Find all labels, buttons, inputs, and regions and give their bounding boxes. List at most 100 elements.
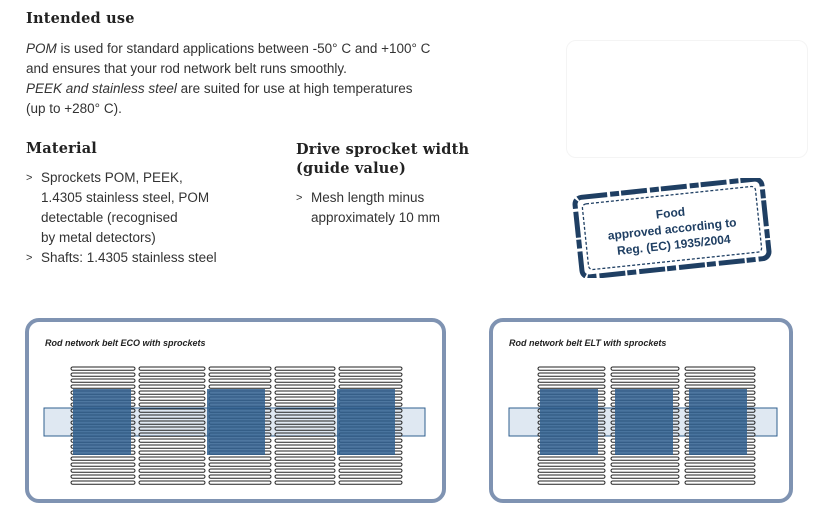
belt-link	[610, 480, 680, 485]
belt-link	[274, 384, 336, 389]
belt-link	[138, 444, 206, 449]
belt-link	[70, 378, 136, 383]
elt-sprocket-center	[615, 389, 673, 455]
belt-link	[338, 372, 403, 377]
belt-link	[537, 372, 606, 377]
belt-link	[138, 402, 206, 407]
intended-use-heading: Intended use	[26, 10, 135, 27]
material-item-sprockets: > Sprockets POM, PEEK, 1.4305 stainless …	[26, 168, 276, 248]
intended-line-1: POM is used for standard applications be…	[26, 39, 466, 59]
belt-link	[684, 468, 756, 473]
belt-link	[208, 462, 272, 467]
elt-belt-diagram	[508, 366, 778, 485]
bullet-chevron-icon: >	[296, 192, 303, 204]
intended-line-3: PEEK and stainless steel are suited for …	[26, 79, 466, 99]
stamp-line-1: Food	[655, 205, 686, 222]
belt-link	[70, 384, 136, 389]
elt-belt-caption: Rod network belt ELT with sprockets	[509, 338, 667, 348]
peek-emphasis: PEEK and stainless steel	[26, 81, 177, 96]
drive-sprocket-heading-line-2: (guide value)	[296, 160, 407, 177]
belt-link	[274, 474, 336, 479]
drive-sprocket-item: > Mesh length minus approximately 10 mm	[296, 188, 496, 228]
faded-image-area	[566, 40, 808, 158]
belt-link	[208, 480, 272, 485]
belt-link	[274, 480, 336, 485]
belt-link	[274, 462, 336, 467]
belt-link	[610, 462, 680, 467]
drive-sprocket-item-line: approximately 10 mm	[311, 210, 441, 225]
belt-link	[610, 474, 680, 479]
belt-link	[138, 474, 206, 479]
belt-link	[274, 444, 336, 449]
belt-link	[138, 426, 206, 431]
belt-link	[274, 396, 336, 401]
material-item-shafts: > Shafts: 1.4305 stainless steel	[26, 248, 276, 268]
belt-link	[70, 456, 136, 461]
eco-belt-caption: Rod network belt ECO with sprockets	[45, 338, 206, 348]
belt-link	[684, 378, 756, 383]
drive-sprocket-heading-line-1: Drive sprocket width	[296, 141, 470, 158]
eco-belt-panel: Rod network belt ECO with sprockets	[25, 318, 446, 503]
intended-line-2: and ensures that your rod network belt r…	[26, 61, 347, 76]
belt-link	[610, 378, 680, 383]
bullet-chevron-icon: >	[26, 172, 33, 184]
belt-link	[70, 468, 136, 473]
belt-link	[684, 480, 756, 485]
belt-link	[338, 468, 403, 473]
belt-link	[684, 384, 756, 389]
belt-link	[684, 366, 756, 371]
belt-link	[338, 384, 403, 389]
belt-link	[274, 438, 336, 443]
belt-link	[138, 462, 206, 467]
belt-link	[610, 372, 680, 377]
material-item-line: Shafts: 1.4305 stainless steel	[41, 250, 217, 265]
belt-link	[70, 372, 136, 377]
drive-sprocket-item-line: Mesh length minus	[311, 190, 425, 205]
bullet-chevron-icon: >	[26, 252, 33, 264]
belt-link	[274, 468, 336, 473]
belt-link	[208, 384, 272, 389]
belt-link	[138, 456, 206, 461]
belt-link	[208, 378, 272, 383]
eco-sprocket-center	[207, 389, 265, 455]
belt-link	[684, 456, 756, 461]
belt-link	[537, 378, 606, 383]
belt-link	[138, 390, 206, 395]
belt-link	[208, 474, 272, 479]
belt-link	[208, 468, 272, 473]
drive-sprocket-heading: Drive sprocket width (guide value)	[296, 140, 496, 178]
belt-link	[70, 480, 136, 485]
belt-link	[537, 366, 606, 371]
eco-sprockets	[73, 389, 395, 455]
belt-link	[208, 372, 272, 377]
belt-link	[208, 456, 272, 461]
belt-link	[338, 474, 403, 479]
belt-link	[138, 378, 206, 383]
pom-emphasis: POM	[26, 41, 57, 56]
belt-link	[274, 408, 336, 413]
belt-link	[338, 462, 403, 467]
eco-sprocket-right	[337, 389, 395, 455]
elt-belt-panel: Rod network belt ELT with sprockets	[489, 318, 793, 503]
elt-sprocket-right	[689, 389, 747, 455]
belt-link	[138, 468, 206, 473]
belt-link	[138, 372, 206, 377]
belt-link	[274, 414, 336, 419]
material-item-line: 1.4305 stainless steel, POM	[41, 190, 210, 205]
belt-link	[537, 456, 606, 461]
eco-belt-diagram	[43, 366, 426, 485]
eco-sprocket-left	[73, 389, 131, 455]
belt-link	[274, 402, 336, 407]
belt-link	[338, 480, 403, 485]
belt-link	[684, 462, 756, 467]
belt-link	[138, 438, 206, 443]
belt-link	[274, 378, 336, 383]
belt-link	[138, 384, 206, 389]
material-heading: Material	[26, 140, 98, 157]
belt-link	[684, 474, 756, 479]
belt-link	[274, 420, 336, 425]
intended-line-4: (up to +280° C).	[26, 101, 122, 116]
belt-link	[537, 480, 606, 485]
material-item-line: detectable (recognised	[41, 210, 178, 225]
belt-link	[138, 480, 206, 485]
